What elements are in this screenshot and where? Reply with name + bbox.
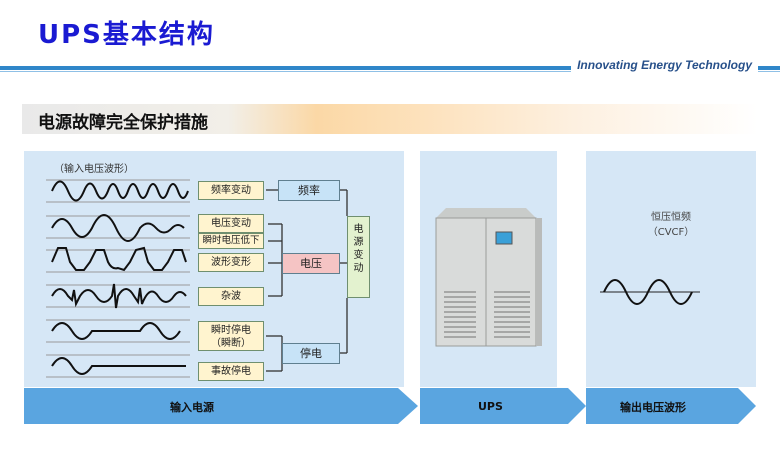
wave-outage xyxy=(51,357,186,375)
output-sine-wave xyxy=(603,279,693,305)
section-banner xyxy=(22,104,758,134)
arrow-output xyxy=(586,388,756,424)
header-divider xyxy=(0,66,780,70)
summary-power-change-text: 电源变动 xyxy=(353,224,364,274)
wave-frequency xyxy=(51,180,189,202)
category-outage: 停电 xyxy=(282,343,340,364)
wave-voltage xyxy=(51,214,185,242)
company-tagline: Innovating Energy Technology xyxy=(571,58,758,72)
wave-distorted xyxy=(51,246,187,272)
box-voltage-change: 电压变动 xyxy=(198,214,264,233)
output-panel xyxy=(586,151,756,387)
box-momentary-outage: 瞬时停电 （瞬断） xyxy=(198,321,264,351)
box-frequency-change: 频率变动 xyxy=(198,181,264,200)
category-voltage: 电压 xyxy=(282,253,340,274)
arrow-ups-label: UPS xyxy=(478,400,503,413)
arrow-input-label: 输入电源 xyxy=(170,401,214,414)
ups-cabinet xyxy=(435,208,542,347)
section-title: 电源故障完全保护措施 xyxy=(38,113,208,133)
wave-momentary-outage xyxy=(51,322,181,340)
header-divider-thin xyxy=(0,71,780,72)
arrow-input xyxy=(24,388,418,424)
box-momentary-voltage-drop: 瞬时电压低下 xyxy=(198,233,264,249)
box-accident-outage: 事故停电 xyxy=(198,362,264,381)
summary-power-change: 电源变动 xyxy=(347,216,370,298)
wave-noise xyxy=(51,283,187,309)
output-label-cvcf: （CVCF） xyxy=(647,227,695,238)
output-label-cvcf-cn: 恒压恒频 xyxy=(651,212,691,223)
box-noise: 杂波 xyxy=(198,287,264,306)
arrow-ups xyxy=(420,388,586,424)
category-frequency: 频率 xyxy=(278,180,340,201)
input-wave-label: （输入电压波形） xyxy=(54,164,134,175)
arrow-output-label: 输出电压波形 xyxy=(620,401,686,414)
box-waveform-distortion: 波形变形 xyxy=(198,253,264,272)
page-title: UPS基本结构 xyxy=(38,20,215,50)
